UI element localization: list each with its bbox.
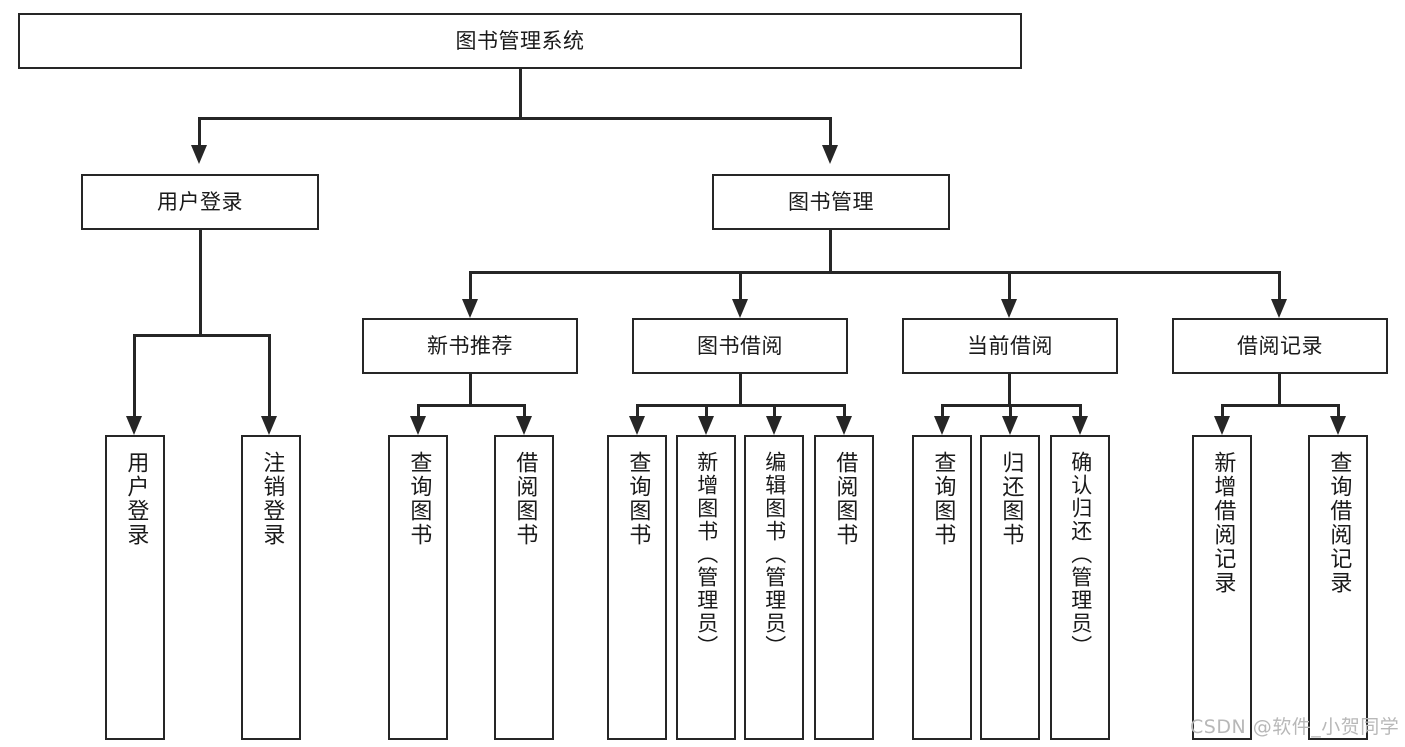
connector-borrow-record-stem [1278,374,1281,406]
connector-book-management-leg-1 [469,271,472,299]
node-book-borrow[interactable]: 图书借阅 [632,318,848,374]
connector-new-book-recommend-stem [469,374,472,406]
connector-current-borrow-stem [1008,374,1011,406]
arrowhead-br-1 [1214,416,1230,435]
leaf-br-query-record[interactable]: 查询借阅记录 [1308,435,1368,740]
node-label: 图书借阅 [697,333,783,358]
node-label: 查询图书 [406,451,432,547]
arrowhead-to-current-borrow [1001,299,1017,318]
node-label: 确认归还（管理员） [1068,451,1093,658]
arrowhead-cb-2 [1002,416,1018,435]
connector-user-login-leg-1 [133,334,136,416]
leaf-nbr-borrow-book[interactable]: 借阅图书 [494,435,554,740]
node-current-borrow[interactable]: 当前借阅 [902,318,1118,374]
node-new-book-recommend[interactable]: 新书推荐 [362,318,578,374]
leaf-nbr-query-book[interactable]: 查询图书 [388,435,448,740]
arrowhead-to-book-borrow [732,299,748,318]
connector-borrow-record-bus [1221,404,1339,407]
connector-br-leg-1 [1221,404,1224,416]
leaf-bb-edit-book-admin[interactable]: 编辑图书（管理员） [744,435,804,740]
connector-cb-leg-1 [941,404,944,416]
connector-cb-leg-3 [1079,404,1082,416]
arrowhead-to-book-management [822,145,838,164]
leaf-cb-return-book[interactable]: 归还图书 [980,435,1040,740]
arrowhead-user-login-2 [261,416,277,435]
node-label: 图书管理系统 [455,28,585,53]
arrowhead-to-borrow-record [1271,299,1287,318]
leaf-user-login-logout[interactable]: 注销登录 [241,435,301,740]
node-label: 新书推荐 [427,333,513,358]
leaf-br-add-record[interactable]: 新增借阅记录 [1192,435,1252,740]
leaf-bb-borrow-book[interactable]: 借阅图书 [814,435,874,740]
arrowhead-bb-3 [766,416,782,435]
arrowhead-to-new-book-recommend [462,299,478,318]
connector-root-bus [198,117,832,120]
node-user-login[interactable]: 用户登录 [81,174,319,230]
arrowhead-br-2 [1330,416,1346,435]
connector-bb-leg-4 [843,404,846,416]
node-label: 新增借阅记录 [1210,451,1236,595]
connector-nbr-leg-1 [417,404,420,416]
connector-user-login-bus [133,334,269,337]
arrowhead-to-user-login [191,145,207,164]
connector-book-management-leg-2 [739,271,742,299]
connector-book-management-stem [829,230,832,273]
leaf-cb-confirm-return-admin[interactable]: 确认归还（管理员） [1050,435,1110,740]
connector-root-stem [519,69,522,119]
arrowhead-bb-1 [629,416,645,435]
connector-bb-leg-1 [636,404,639,416]
connector-book-borrow-bus [636,404,846,407]
arrowhead-bb-2 [698,416,714,435]
connector-root-leg-right [829,117,832,145]
connector-book-management-bus [469,271,1280,274]
leaf-user-login-login[interactable]: 用户登录 [105,435,165,740]
connector-cb-leg-2 [1009,404,1012,416]
connector-bb-leg-3 [773,404,776,416]
connector-nbr-leg-2 [523,404,526,416]
connector-book-borrow-stem [739,374,742,406]
leaf-bb-add-book-admin[interactable]: 新增图书（管理员） [676,435,736,740]
connector-user-login-leg-2 [268,334,271,416]
connector-user-login-stem [199,230,202,335]
node-borrow-record[interactable]: 借阅记录 [1172,318,1388,374]
leaf-cb-query-book[interactable]: 查询图书 [912,435,972,740]
node-label: 借阅图书 [832,451,858,547]
node-label: 归还图书 [998,451,1024,547]
node-label: 用户登录 [157,189,243,214]
leaf-bb-query-book[interactable]: 查询图书 [607,435,667,740]
connector-root-leg-left [198,117,201,145]
arrowhead-cb-3 [1072,416,1088,435]
node-label: 查询图书 [930,451,956,547]
connector-book-management-leg-4 [1278,271,1281,299]
node-label: 借阅记录 [1237,333,1323,358]
connector-book-management-leg-3 [1008,271,1011,299]
arrowhead-nbr-2 [516,416,532,435]
watermark-text: CSDN @软件_小贺同学 [1190,716,1400,738]
connector-bb-leg-2 [705,404,708,416]
node-label: 借阅图书 [512,451,538,547]
connector-new-book-recommend-bus [417,404,525,407]
node-label: 新增图书（管理员） [694,451,719,658]
node-label: 查询借阅记录 [1326,451,1352,595]
node-root-system[interactable]: 图书管理系统 [18,13,1022,69]
node-label: 当前借阅 [967,333,1053,358]
node-label: 用户登录 [123,451,149,547]
arrowhead-user-login-1 [126,416,142,435]
node-label: 注销登录 [259,451,285,547]
node-label: 查询图书 [625,451,651,547]
connector-br-leg-2 [1337,404,1340,416]
node-label: 编辑图书（管理员） [762,451,787,658]
node-label: 图书管理 [788,189,874,214]
arrowhead-bb-4 [836,416,852,435]
arrowhead-nbr-1 [410,416,426,435]
arrowhead-cb-1 [934,416,950,435]
node-book-management[interactable]: 图书管理 [712,174,950,230]
